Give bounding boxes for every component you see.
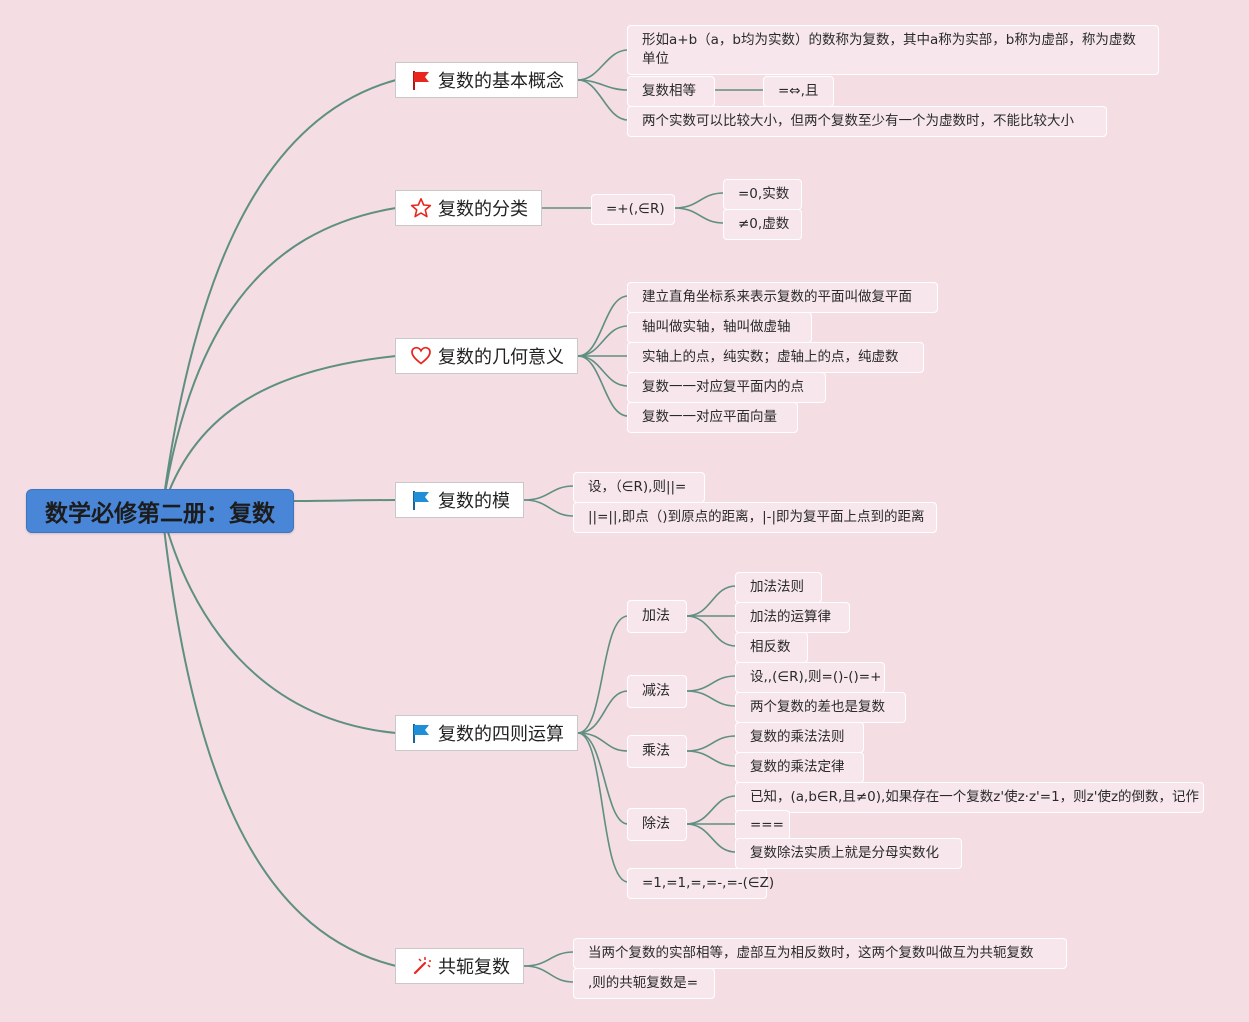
concept-equal[interactable]: 复数相等 bbox=[627, 76, 715, 107]
add-item[interactable]: 加法的运算律 bbox=[735, 602, 850, 633]
operation-add[interactable]: 加法 bbox=[627, 600, 687, 633]
geometry-item[interactable]: 建立直角坐标系来表示复数的平面叫做复平面 bbox=[627, 282, 938, 313]
classify-real[interactable]: =0,实数 bbox=[723, 179, 802, 210]
branch-modulus[interactable]: 复数的模 bbox=[395, 482, 524, 518]
red-heart-outline-icon bbox=[411, 346, 431, 365]
conjugate-item[interactable]: 当两个复数的实部相等，虚部互为相反数时，这两个复数叫做互为共轭复数 bbox=[573, 938, 1067, 969]
branch-geometric-meaning[interactable]: 复数的几何意义 bbox=[395, 338, 578, 374]
red-star-outline-icon bbox=[410, 198, 432, 218]
operation-power[interactable]: =1,=1,=,=-,=-(∈Z) bbox=[627, 868, 774, 899]
branch-arithmetic[interactable]: 复数的四则运算 bbox=[395, 715, 578, 751]
branch-title: 复数的四则运算 bbox=[438, 724, 564, 745]
branch-title: 复数的几何意义 bbox=[438, 347, 564, 368]
mul-item[interactable]: 复数的乘法法则 bbox=[735, 722, 864, 753]
magic-wand-icon bbox=[413, 957, 431, 975]
geometry-item[interactable]: 复数一一对应复平面内的点 bbox=[627, 372, 826, 403]
branch-title: 共轭复数 bbox=[438, 957, 510, 978]
modulus-item[interactable]: 设，（∈R),则||= bbox=[573, 472, 705, 503]
branch-title: 复数的分类 bbox=[438, 199, 528, 220]
concept-equal-detail[interactable]: =⇔,且 bbox=[763, 76, 834, 107]
conjugate-item[interactable]: ,则的共轭复数是= bbox=[573, 968, 715, 999]
red-flag-icon bbox=[413, 71, 429, 90]
mul-item[interactable]: 复数的乘法定律 bbox=[735, 752, 864, 783]
concept-compare[interactable]: 两个实数可以比较大小，但两个复数至少有一个为虚数时，不能比较大小 bbox=[627, 106, 1107, 137]
operation-divide[interactable]: 除法 bbox=[627, 808, 687, 841]
sub-item[interactable]: 两个复数的差也是复数 bbox=[735, 692, 906, 723]
add-item[interactable]: 相反数 bbox=[735, 632, 808, 663]
branch-title: 复数的基本概念 bbox=[438, 71, 564, 92]
branch-basic-concept[interactable]: 复数的基本概念 bbox=[395, 62, 578, 98]
div-item[interactable]: 复数除法实质上就是分母实数化 bbox=[735, 838, 962, 869]
modulus-item[interactable]: ||=||,即点（)到原点的距离，|-|即为复平面上点到的距离 bbox=[573, 502, 937, 533]
branch-conjugate[interactable]: 共轭复数 bbox=[395, 948, 524, 984]
geometry-item[interactable]: 复数一一对应平面向量 bbox=[627, 402, 798, 433]
add-item[interactable]: 加法法则 bbox=[735, 572, 822, 603]
classify-form[interactable]: =+(,∈R) bbox=[591, 194, 675, 225]
concept-definition[interactable]: 形如a+b（a，b均为实数）的数称为复数，其中a称为实部，b称为虚部，称为虚数单… bbox=[627, 25, 1159, 75]
div-item[interactable]: 已知，(a,b∈R,且≠0),如果存在一个复数z'使z·z'=1，则z'使z的倒… bbox=[735, 782, 1204, 813]
branch-title: 复数的模 bbox=[438, 491, 510, 512]
branch-classification[interactable]: 复数的分类 bbox=[395, 190, 542, 226]
classify-imaginary[interactable]: ≠0,虚数 bbox=[723, 209, 802, 240]
blue-flag-icon bbox=[413, 724, 429, 743]
blue-flag-icon bbox=[413, 491, 429, 510]
sub-item[interactable]: 设,,(∈R),则=()-()=+ bbox=[735, 662, 885, 693]
div-item[interactable]: === bbox=[735, 810, 790, 841]
geometry-item[interactable]: 轴叫做实轴，轴叫做虚轴 bbox=[627, 312, 812, 343]
root-topic[interactable]: 数学必修第二册：复数 bbox=[26, 489, 294, 533]
operation-subtract[interactable]: 减法 bbox=[627, 675, 687, 708]
root-title: 数学必修第二册：复数 bbox=[45, 501, 275, 527]
geometry-item[interactable]: 实轴上的点，纯实数；虚轴上的点，纯虚数 bbox=[627, 342, 924, 373]
operation-multiply[interactable]: 乘法 bbox=[627, 735, 687, 768]
